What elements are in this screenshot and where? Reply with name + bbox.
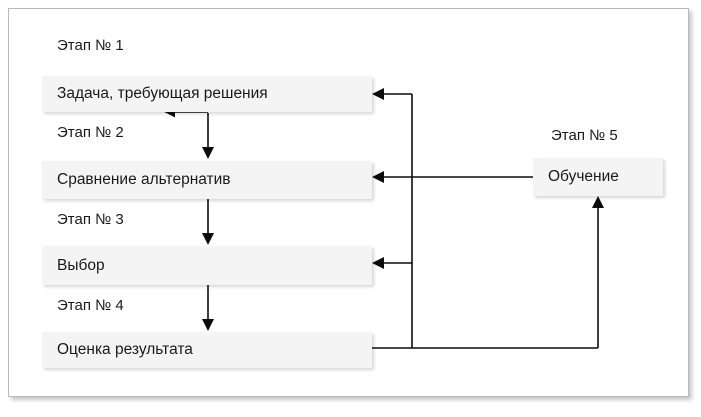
stage-label-1: Этап № 1: [57, 37, 124, 54]
stage-label-3: Этап № 3: [57, 211, 124, 228]
process-box-2[interactable]: Сравнение альтернатив: [42, 161, 372, 199]
arrowhead-training-stage2: [372, 171, 384, 183]
arrowhead-stage1-stage2: [202, 147, 214, 159]
stage-label-2: Этап № 2: [57, 124, 124, 141]
process-box-5[interactable]: Обучение: [533, 158, 663, 196]
arrowhead-feedback-stage3: [372, 257, 384, 269]
arrowhead-stage3-stage4: [202, 319, 214, 331]
process-box-2-text: Сравнение альтернатив: [57, 171, 231, 189]
process-box-4[interactable]: Оценка результата: [42, 332, 372, 368]
process-box-3-text: Выбор: [57, 256, 105, 274]
process-box-1-text: Задача, требующая решения: [57, 85, 268, 103]
process-box-3[interactable]: Выбор: [42, 246, 372, 285]
stage-label-4: Этап № 4: [57, 297, 124, 314]
process-box-4-text: Оценка результата: [57, 341, 193, 359]
process-box-1[interactable]: Задача, требующая решения: [42, 76, 372, 112]
process-box-5-text: Обучение: [548, 168, 619, 186]
stage-label-5: Этап № 5: [551, 127, 618, 144]
arrowhead-stage4-training: [592, 196, 604, 208]
arrowhead-feedback-stage1: [372, 88, 384, 100]
arrowhead-stage2-stage3: [202, 233, 214, 245]
